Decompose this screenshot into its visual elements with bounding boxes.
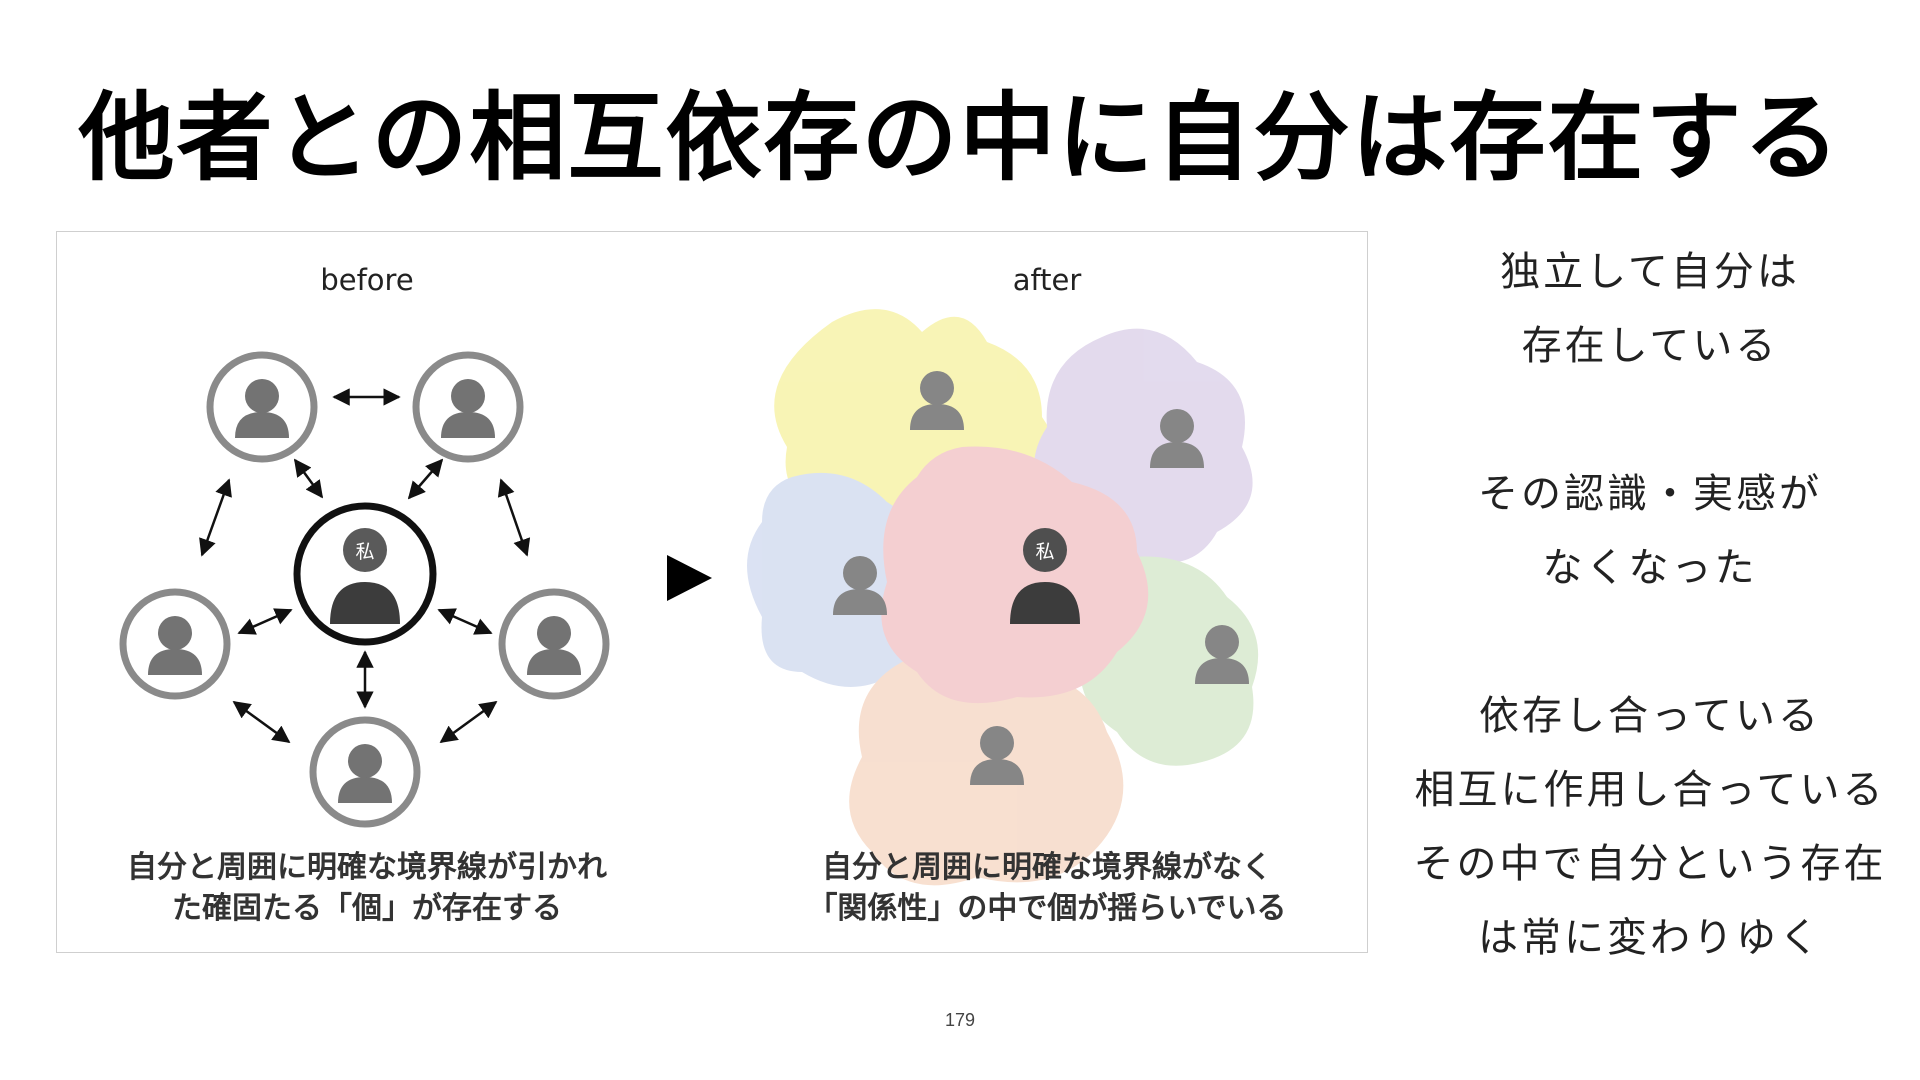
after-self-person: 私	[1010, 528, 1080, 624]
diagram-panel: before	[56, 231, 1368, 953]
before-person-left	[119, 588, 231, 700]
before-caption-line2: た確固たる「個」が存在する	[172, 891, 562, 926]
relationship-diagram: before	[119, 263, 1287, 926]
before-person-top-left	[206, 351, 318, 463]
side-line: その中で自分という存在	[1413, 841, 1887, 887]
side-line: は常に変わりゆく	[1478, 915, 1822, 961]
side-line: なくなった	[1542, 545, 1758, 591]
before-person-top-right	[412, 351, 524, 463]
side-line: その認識・実感が	[1478, 471, 1822, 517]
before-person-bottom	[309, 716, 421, 828]
side-line: 相互に作用し合っている	[1414, 767, 1886, 813]
blob-red	[881, 446, 1149, 704]
side-line: 独立して自分は	[1500, 249, 1800, 295]
slide-title: 他者との相互依存の中に自分は存在する	[78, 82, 1842, 194]
after-caption-line1: 自分と周囲に明確な境界線がなく	[822, 850, 1272, 885]
after-blobs	[747, 309, 1259, 886]
after-caption-line2: 「関係性」の中で個が揺らいでいる	[807, 891, 1286, 926]
before-arrows	[199, 388, 531, 744]
before-self-label: 私	[355, 541, 374, 563]
side-text: 独立して自分は 存在している その認識・実感が なくなった 依存し合っている 相…	[1400, 235, 1900, 975]
page-number: 179	[944, 1010, 976, 1030]
before-person-right	[498, 588, 610, 700]
side-paragraph-2: その認識・実感が なくなった	[1400, 457, 1900, 605]
side-line: 依存し合っている	[1479, 693, 1821, 739]
after-self-label: 私	[1035, 541, 1054, 563]
after-label: after	[1013, 263, 1082, 297]
before-label: before	[320, 263, 413, 297]
before-caption-line1: 自分と周囲に明確な境界線が引かれ	[127, 850, 607, 885]
side-paragraph-1: 独立して自分は 存在している	[1400, 235, 1900, 383]
transition-arrow-icon	[667, 555, 712, 601]
side-line: 存在している	[1521, 323, 1779, 369]
side-paragraph-3: 依存し合っている 相互に作用し合っている その中で自分という存在 は常に変わりゆ…	[1400, 679, 1900, 975]
before-self-person: 私	[293, 502, 437, 646]
